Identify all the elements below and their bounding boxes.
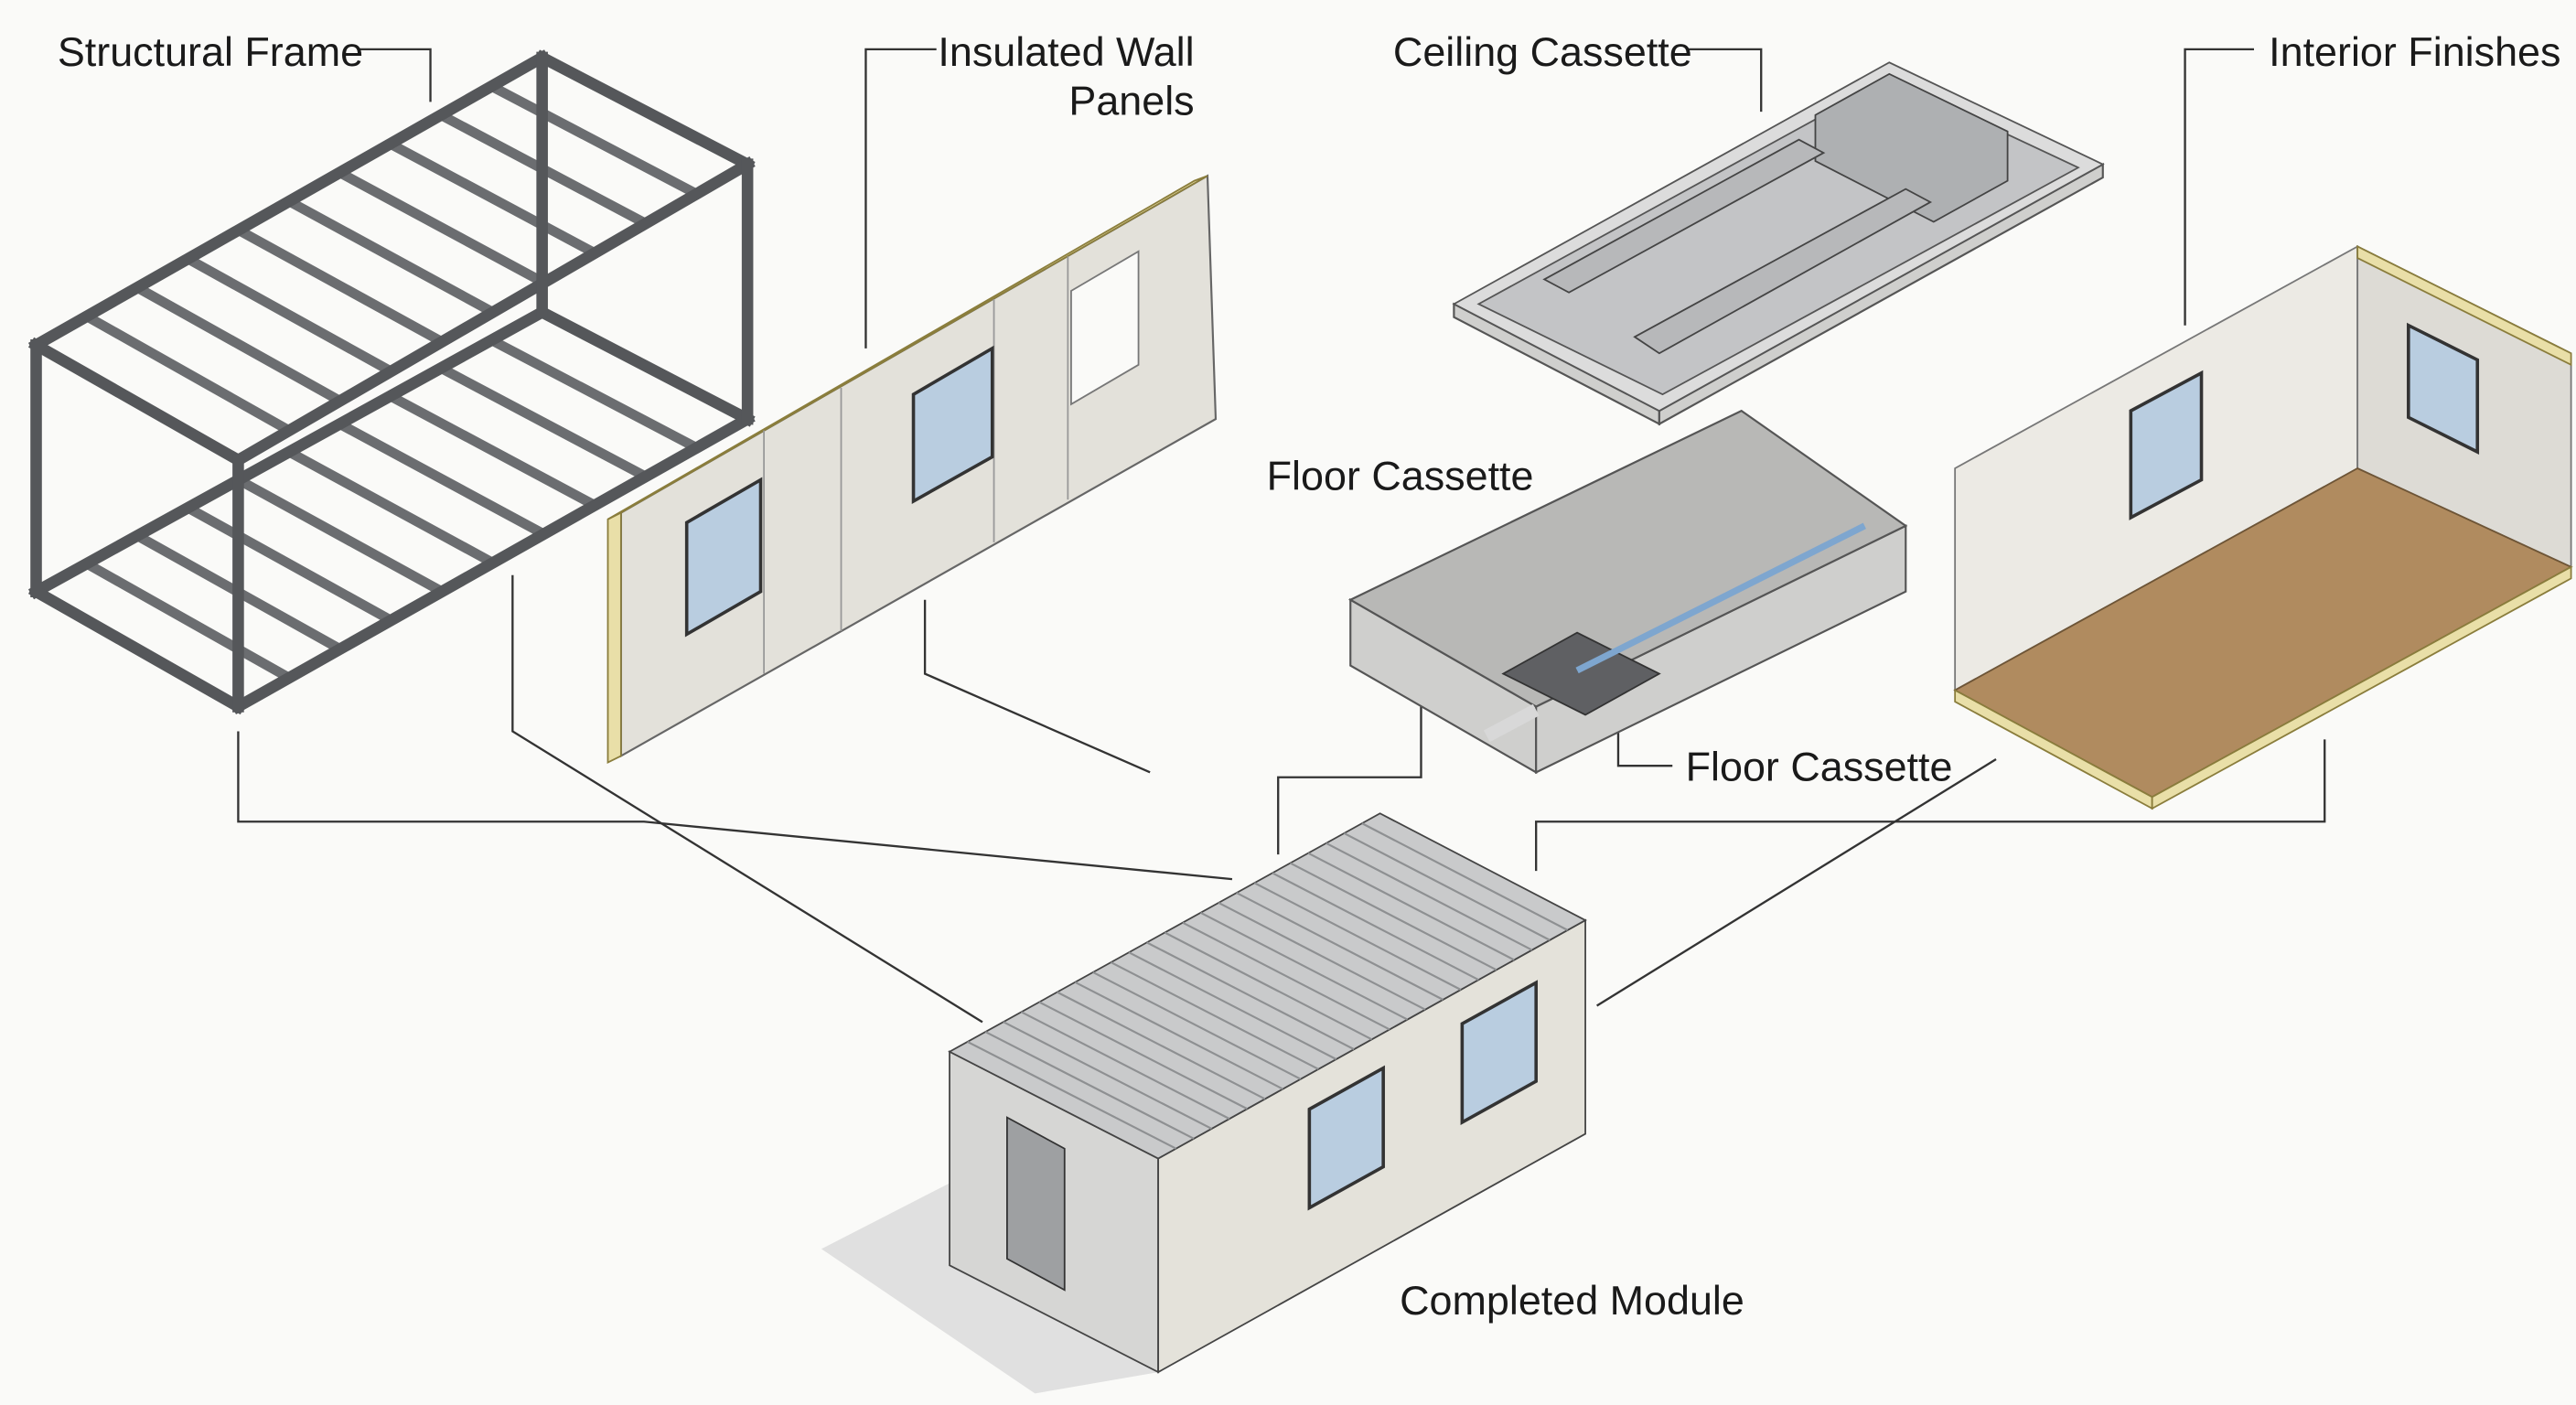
joist bbox=[236, 225, 445, 347]
hvac-unit bbox=[1814, 72, 2009, 223]
floor-cassette-drawing bbox=[1347, 409, 1908, 775]
door bbox=[1006, 1116, 1066, 1292]
roof-rib bbox=[1361, 822, 1569, 931]
ceiling-cassette-drawing bbox=[1452, 61, 2105, 426]
pipe bbox=[1575, 522, 1866, 674]
roof-rib bbox=[1326, 842, 1533, 951]
joist bbox=[388, 391, 597, 510]
roof-rib bbox=[1307, 852, 1515, 961]
drain-pipe bbox=[1483, 703, 1540, 743]
joist bbox=[134, 283, 343, 406]
label-floor-cassette-top: Floor Cassette bbox=[1267, 452, 1534, 499]
completed-module-drawing bbox=[821, 812, 1587, 1394]
leader-structural-frame bbox=[358, 48, 432, 102]
roof-rib bbox=[1020, 1011, 1230, 1121]
label-ceiling-cassette: Ceiling Cassette bbox=[1393, 28, 1692, 75]
roof-rib bbox=[1218, 901, 1426, 1011]
roof-rib bbox=[1253, 882, 1462, 991]
label-structural-frame: Structural Frame bbox=[58, 28, 363, 75]
leader-lines bbox=[237, 48, 2326, 1024]
window bbox=[2407, 322, 2480, 455]
roof-rib bbox=[1110, 961, 1319, 1070]
window-opening bbox=[1070, 250, 1140, 406]
duct bbox=[1542, 138, 1826, 294]
leader-insulated-wall bbox=[864, 48, 937, 349]
roof-rib bbox=[967, 1040, 1177, 1150]
joist bbox=[185, 254, 394, 376]
interior-finishes-drawing bbox=[1953, 244, 2573, 810]
label-interior-finishes: Interior Finishes bbox=[2269, 28, 2560, 75]
joist bbox=[337, 167, 547, 287]
leader-ceiling-cassette bbox=[1689, 48, 1763, 113]
window bbox=[2129, 370, 2204, 520]
roof-rib bbox=[1236, 892, 1444, 1001]
labels: Structural Frame Insulated Wall Panels C… bbox=[58, 28, 2561, 1324]
roof-rib bbox=[1164, 931, 1373, 1041]
leader-interior-to-module-b bbox=[1596, 757, 1997, 1007]
window bbox=[911, 345, 994, 505]
label-insulated-wall-panels-line2: Panels bbox=[1068, 78, 1194, 124]
roof-rib bbox=[1074, 981, 1283, 1090]
roof-rib bbox=[1128, 951, 1337, 1060]
duct bbox=[1633, 188, 1933, 355]
joist bbox=[185, 503, 394, 625]
roof-rib bbox=[1038, 1001, 1248, 1110]
leader-interior-to-module-a bbox=[1535, 739, 2326, 872]
roof-rib bbox=[1146, 941, 1355, 1051]
roof-rib bbox=[1343, 832, 1551, 941]
leader-frame-to-module-a bbox=[237, 731, 1233, 881]
window bbox=[1460, 980, 1538, 1126]
module-shadow bbox=[821, 1183, 1159, 1394]
roof-rib bbox=[1272, 872, 1479, 981]
label-completed-module: Completed Module bbox=[1400, 1277, 1744, 1324]
leader-floor-to-module bbox=[1277, 698, 1422, 855]
joist bbox=[488, 81, 699, 198]
joist bbox=[84, 312, 292, 435]
label-insulated-wall-panels: Insulated Wall bbox=[938, 28, 1194, 75]
leader-interior-finishes bbox=[2184, 48, 2254, 326]
roof-rib bbox=[1200, 911, 1408, 1021]
leader-wall-to-module bbox=[923, 599, 1151, 774]
label-floor-cassette-bottom: Floor Cassette bbox=[1686, 743, 1953, 789]
joist bbox=[286, 447, 496, 568]
joist bbox=[488, 336, 699, 453]
joist bbox=[388, 139, 597, 258]
roof-rib bbox=[1290, 862, 1497, 971]
roof-rib bbox=[1092, 971, 1302, 1080]
roof-rib bbox=[1003, 1021, 1212, 1130]
joist bbox=[286, 197, 496, 317]
roof-rib bbox=[1182, 921, 1390, 1031]
joist bbox=[337, 419, 547, 539]
insulated-wall-panel-drawing bbox=[606, 174, 1218, 765]
joist bbox=[438, 363, 649, 481]
leader-frame-to-module-b bbox=[511, 574, 983, 1024]
window bbox=[1307, 1065, 1385, 1211]
roof-rib bbox=[1057, 991, 1266, 1100]
joist bbox=[236, 475, 445, 596]
window bbox=[684, 477, 763, 638]
roof-rib bbox=[984, 1031, 1195, 1140]
leader-floor-cassette-bottom bbox=[1616, 723, 1673, 767]
plumbing-pit bbox=[1501, 631, 1661, 716]
structural-frame-drawing bbox=[27, 49, 756, 715]
joist bbox=[84, 559, 292, 682]
